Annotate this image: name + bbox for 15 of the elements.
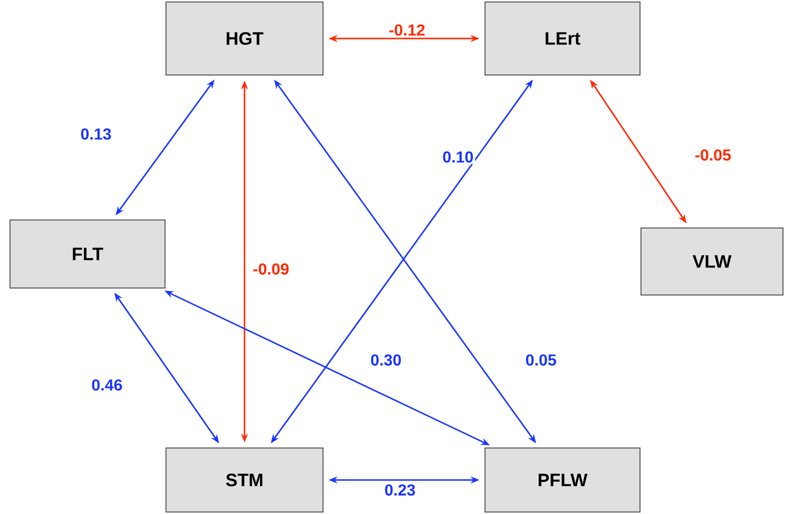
edge-label: 0.13: [78, 126, 114, 142]
variable-box: VLW: [640, 228, 784, 296]
variable-box: PFLW: [484, 448, 640, 512]
variable-box: HGT: [166, 2, 324, 76]
variable-box: STM: [166, 448, 324, 512]
edge-label: -0.05: [693, 148, 733, 162]
edge-label: -0.12: [387, 22, 427, 38]
edge-label: 0.05: [524, 352, 558, 368]
edge-label: 0.30: [368, 352, 404, 368]
variable-box: FLT: [10, 220, 166, 288]
edge-label: 0.46: [90, 378, 124, 392]
variable-box: LErt: [484, 2, 640, 76]
edge-label: 0.23: [382, 482, 418, 498]
edge-label: -0.09: [251, 262, 291, 276]
edge-label: 0.10: [440, 150, 476, 164]
